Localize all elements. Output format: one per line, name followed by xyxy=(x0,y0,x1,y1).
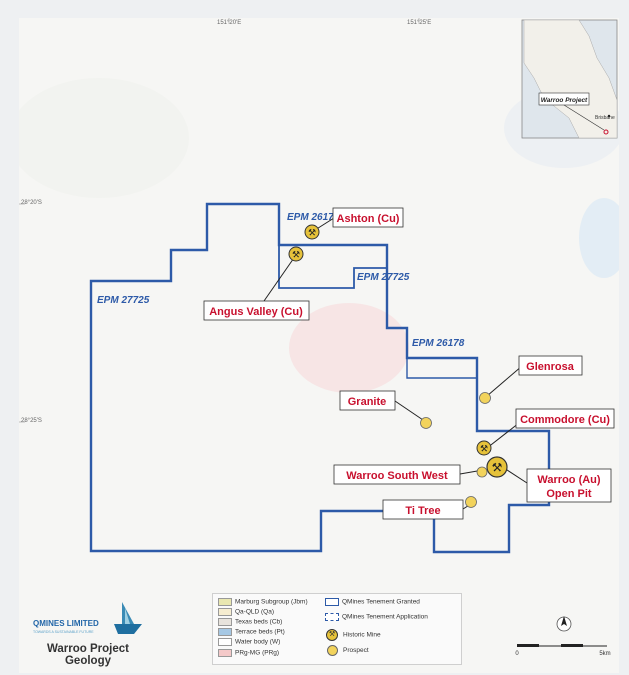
coord-top-2: 151°25'E xyxy=(407,20,432,26)
legend-swatch xyxy=(218,608,232,616)
pick-axe-icon: ⚒ xyxy=(308,228,316,238)
north-arrow-icon xyxy=(556,616,572,632)
tenement-label: EPM 27725 xyxy=(97,295,150,306)
legend-item: QMines Tenement Granted xyxy=(325,598,420,606)
map-legend: Marburg Subgroup (Jbm) Qa-QLD (Qa) Texas… xyxy=(212,593,462,665)
scale-label-zero: 0 xyxy=(515,651,519,657)
prospect-icon xyxy=(327,645,338,656)
svg-text:Commodore (Cu): Commodore (Cu) xyxy=(520,414,610,426)
legend-swatch xyxy=(218,598,232,606)
alluvium-patch xyxy=(19,78,189,198)
legend-item: Qa-QLD (Qa) xyxy=(218,608,274,616)
legend-item: PRg-MG (PRg) xyxy=(218,649,279,657)
company-logo-block: QMINES LIMITED TOWARDS A SUSTAINABLE FUT… xyxy=(30,600,160,670)
project-title: Warroo Project xyxy=(47,643,129,655)
legend-swatch xyxy=(218,649,232,657)
prospect-ti-tree[interactable] xyxy=(465,496,477,508)
company-tagline: TOWARDS A SUSTAINABLE FUTURE xyxy=(33,630,94,634)
legend-item: Terrace beds (Pt) xyxy=(218,628,285,636)
legend-item: QMines Tenement Application xyxy=(325,613,428,621)
scale-svg: 0 5km xyxy=(515,616,611,657)
site-label-angus-valley[interactable]: Angus Valley (Cu) xyxy=(203,300,310,321)
site-label-ti-tree[interactable]: Ti Tree xyxy=(382,499,464,520)
legend-swatch xyxy=(218,628,232,636)
company-name: QMINES LIMITED xyxy=(33,619,99,628)
site-label-warroo-open-pit[interactable]: Warroo (Au) Open Pit xyxy=(526,468,612,503)
legend-item: Texas beds (Cb) xyxy=(218,618,282,626)
inset-city-label: Brisbane xyxy=(595,115,615,121)
svg-text:Angus Valley (Cu): Angus Valley (Cu) xyxy=(209,306,303,318)
svg-text:Ashton (Cu): Ashton (Cu) xyxy=(337,213,400,225)
mine-symbol-angus-valley[interactable]: ⚒ xyxy=(288,246,304,262)
prospect-granite[interactable] xyxy=(420,417,432,429)
svg-text:Granite: Granite xyxy=(348,396,387,408)
coord-top-1: 151°20'E xyxy=(217,20,242,26)
legend-item: Prospect xyxy=(325,645,369,656)
site-label-commodore[interactable]: Commodore (Cu) xyxy=(515,408,615,429)
prospect-warroo-south-west[interactable] xyxy=(476,466,488,478)
legend-item: ⚒Historic Mine xyxy=(325,629,381,641)
svg-text:Ti Tree: Ti Tree xyxy=(405,505,440,517)
tenement-label: EPM 26178 xyxy=(412,338,465,349)
pick-axe-icon: ⚒ xyxy=(492,461,503,475)
site-label-granite[interactable]: Granite xyxy=(339,390,396,411)
legend-item: Water body (W) xyxy=(218,638,280,646)
site-label-glenrosa[interactable]: Glenrosa xyxy=(518,355,583,376)
scale-bar: 0 5km xyxy=(512,610,612,660)
svg-text:Warroo (Au): Warroo (Au) xyxy=(537,474,600,486)
map-canvas: EPM 26178 EPM 27725 EPM 27725 EPM 26178 … xyxy=(19,18,619,673)
project-subtitle: Geology xyxy=(65,655,112,667)
tenement-granted-swatch xyxy=(325,598,339,606)
pick-axe-icon: ⚒ xyxy=(292,250,300,260)
mine-symbol-ashton[interactable]: ⚒ xyxy=(304,224,320,240)
tenement-label: EPM 26178 xyxy=(287,212,340,223)
tenement-boundary-inner xyxy=(406,358,477,379)
coord-left-2: 28°25'S xyxy=(21,418,42,424)
legend-swatch xyxy=(218,638,232,646)
svg-text:Warroo South West: Warroo South West xyxy=(346,470,448,482)
legend-item: Marburg Subgroup (Jbm) xyxy=(218,598,308,606)
site-label-warroo-south-west[interactable]: Warroo South West xyxy=(333,464,461,485)
mine-symbol-warroo[interactable]: ⚒ xyxy=(486,456,508,478)
mine-symbol-commodore[interactable]: ⚒ xyxy=(476,440,492,456)
svg-text:Glenrosa: Glenrosa xyxy=(526,361,575,373)
site-label-ashton[interactable]: Ashton (Cu) xyxy=(332,207,404,228)
geology-map: EPM 26178 EPM 27725 EPM 27725 EPM 26178 … xyxy=(19,18,619,673)
legend-swatch xyxy=(218,618,232,626)
inset-project-label: Warroo Project xyxy=(541,97,588,104)
tenement-label: EPM 27725 xyxy=(357,272,410,283)
tenement-application-swatch xyxy=(325,613,339,621)
coord-left-1: 28°20'S xyxy=(21,200,42,206)
svg-text:Open Pit: Open Pit xyxy=(546,488,592,500)
pick-axe-icon: ⚒ xyxy=(326,629,338,641)
water-patch xyxy=(579,198,619,278)
tenement-boundary-26178-north xyxy=(278,245,387,289)
pick-axe-icon: ⚒ xyxy=(480,444,488,454)
qmines-logo: QMINES LIMITED TOWARDS A SUSTAINABLE FUT… xyxy=(33,602,142,667)
inset-map: Warroo Project Brisbane xyxy=(521,19,618,139)
prospect-glenrosa[interactable] xyxy=(479,392,491,404)
scale-label-5km: 5km xyxy=(599,651,610,657)
granite-outcrop xyxy=(289,303,409,393)
